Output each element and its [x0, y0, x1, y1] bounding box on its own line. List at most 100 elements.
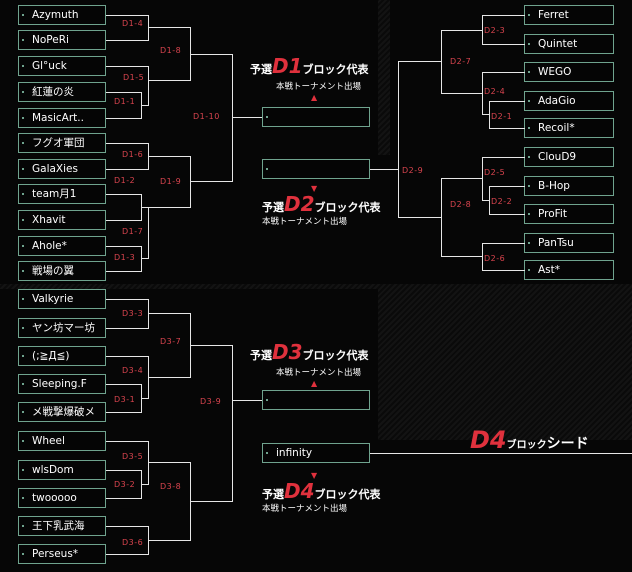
d2-team-slot[interactable]: PanTsu — [524, 233, 614, 253]
d3-team-slot[interactable]: (;≧Д≦) — [18, 346, 106, 366]
bracket-line — [482, 15, 525, 16]
team-name: ヤン坊マー坊 — [32, 322, 95, 334]
bracket-line — [482, 200, 490, 201]
d1-team-slot[interactable]: Ahole* — [18, 236, 106, 256]
bracket-line — [141, 470, 142, 499]
slot-dot-icon — [22, 355, 24, 357]
match-label-d1-10: D1-10 — [193, 112, 220, 121]
bracket-line — [148, 66, 149, 106]
d3-team-slot[interactable]: Wheel — [18, 431, 106, 451]
match-label-d1-3: D1-3 — [114, 253, 136, 262]
d2-team-slot[interactable]: Recoil* — [524, 118, 614, 138]
slot-dot-icon — [22, 553, 24, 555]
d1-team-slot[interactable]: Xhavit — [18, 210, 106, 230]
d3-team-slot[interactable]: ヤン坊マー坊 — [18, 318, 106, 338]
bracket-line — [106, 299, 149, 300]
match-label-d3-9: D3-9 — [200, 397, 222, 406]
d1-team-slot[interactable]: 紅蓮の炎 — [18, 82, 106, 102]
team-name: メ戦撃爆破メ — [32, 406, 95, 418]
bracket-line — [489, 101, 525, 102]
d2-winner-slot[interactable] — [262, 159, 370, 179]
d1-team-slot[interactable]: team月1 — [18, 184, 106, 204]
slot-dot-icon — [22, 142, 24, 144]
d4-code: D4 — [284, 479, 315, 503]
slot-dot-icon — [22, 383, 24, 385]
d1-winner-slot[interactable] — [262, 107, 370, 127]
bracket-line — [106, 194, 142, 195]
bracket-line — [398, 61, 399, 218]
bracket-line — [232, 345, 233, 502]
slot-dot-icon — [528, 242, 530, 244]
seed-suffix: ブロック — [506, 440, 547, 451]
bracket-line — [148, 540, 191, 541]
bracket-line — [190, 501, 233, 502]
match-label-d2-6: D2-6 — [484, 254, 506, 263]
slot-dot-icon — [22, 440, 24, 442]
bracket-line — [190, 156, 191, 208]
d4-block-caption: 予選D4ブロック代表 — [262, 481, 381, 505]
bracket-line — [489, 101, 490, 129]
slot-dot-icon — [22, 65, 24, 67]
d4-sub: 本戦トーナメント出場 — [262, 504, 348, 514]
d4-winner-slot[interactable]: infinity — [262, 443, 370, 463]
team-name: PanTsu — [538, 237, 574, 249]
bracket-line — [141, 398, 149, 399]
team-name: 王下乳武海 — [32, 520, 85, 532]
team-name: Perseus* — [32, 548, 79, 560]
d2-sub: 本戦トーナメント出場 — [262, 217, 348, 227]
bracket-line — [482, 114, 490, 115]
team-name: フグオ軍団 — [32, 137, 85, 149]
d2-team-slot[interactable]: ProFit — [524, 204, 614, 224]
match-label-d1-4: D1-4 — [122, 19, 144, 28]
team-name: MasicArt.. — [32, 112, 84, 124]
d1-team-slot[interactable]: MasicArt.. — [18, 108, 106, 128]
d1-block-caption: 予選D1ブロック代表 — [250, 56, 369, 80]
d3-sub: 本戦トーナメント出場 — [276, 368, 362, 378]
d2-team-slot[interactable]: ClouD9 — [524, 147, 614, 167]
d2-prefix: 予選 — [262, 201, 284, 214]
match-label-d3-7: D3-7 — [160, 337, 182, 346]
bracket-line — [482, 44, 525, 45]
d1-team-slot[interactable]: NoPeRi — [18, 30, 106, 50]
d1-team-slot[interactable]: GalaXies — [18, 159, 106, 179]
match-label-d1-2: D1-2 — [114, 176, 136, 185]
d3-team-slot[interactable]: Sleeping.F — [18, 374, 106, 394]
d3-team-slot[interactable]: Perseus* — [18, 544, 106, 564]
d1-team-slot[interactable]: フグオ軍団 — [18, 133, 106, 153]
bracket-line — [148, 299, 149, 329]
team-name: AdaGio — [538, 95, 576, 107]
match-label-d1-9: D1-9 — [160, 177, 182, 186]
bracket-line — [482, 157, 483, 201]
d3-arrow-icon: ▲ — [311, 379, 318, 388]
bracket-line — [148, 27, 191, 28]
team-name: Valkyrie — [32, 293, 74, 305]
d2-team-slot[interactable]: Ferret — [524, 5, 614, 25]
slot-dot-icon — [22, 327, 24, 329]
bracket-line — [489, 186, 490, 215]
bracket-line — [232, 117, 263, 118]
team-name: ProFit — [538, 208, 567, 220]
d3-team-slot[interactable]: wlsDom — [18, 460, 106, 480]
bracket-line — [106, 356, 149, 357]
team-name: infinity — [276, 447, 313, 459]
d2-team-slot[interactable]: AdaGio — [524, 91, 614, 111]
d1-team-slot[interactable]: Azymuth — [18, 5, 106, 25]
d2-team-slot[interactable]: WEGO — [524, 62, 614, 82]
d1-team-slot[interactable]: 戦場の翼 — [18, 261, 106, 281]
d3-winner-slot[interactable] — [262, 390, 370, 410]
d3-team-slot[interactable]: Valkyrie — [18, 289, 106, 309]
team-name: Ferret — [538, 9, 569, 21]
d2-team-slot[interactable]: B-Hop — [524, 176, 614, 196]
match-label-d3-6: D3-6 — [122, 538, 144, 547]
d3-team-slot[interactable]: twooooo — [18, 488, 106, 508]
d2-team-slot[interactable]: Ast* — [524, 260, 614, 280]
d3-team-slot[interactable]: 王下乳武海 — [18, 516, 106, 536]
d1-team-slot[interactable]: Gl°uck — [18, 56, 106, 76]
d2-team-slot[interactable]: Quintet — [524, 34, 614, 54]
team-name: 紅蓮の炎 — [32, 86, 74, 98]
match-label-d2-8: D2-8 — [450, 200, 472, 209]
match-label-d3-4: D3-4 — [122, 366, 144, 375]
d4-prefix: 予選 — [262, 488, 284, 501]
bracket-line — [106, 526, 149, 527]
d3-team-slot[interactable]: メ戦撃爆破メ — [18, 402, 106, 422]
